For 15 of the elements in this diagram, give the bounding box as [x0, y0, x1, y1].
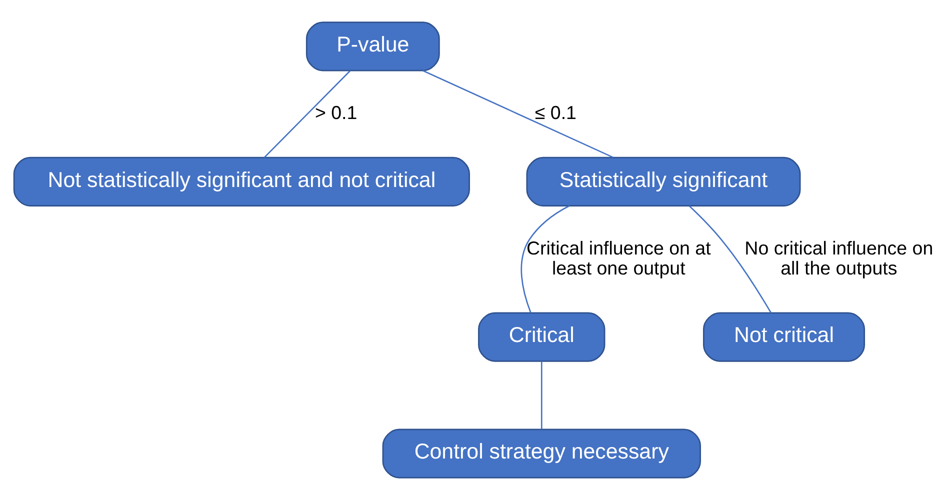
edge-label: > 0.1: [314, 102, 358, 123]
connector: [520, 204, 570, 312]
connector: [264, 70, 351, 158]
edge-label: Critical influence on at least one output: [526, 236, 711, 278]
node-box: P-value: [306, 21, 440, 71]
connector: [422, 69, 614, 158]
node-box: Control strategy necessary: [382, 428, 701, 478]
node-box: Not statistically significant and not critical: [13, 156, 470, 206]
node-box: Statistically significant: [526, 156, 801, 206]
edge-label: No critical influence on all the outputs: [744, 236, 934, 278]
node-box: Critical: [478, 312, 606, 362]
node-box: Not critical: [703, 312, 866, 362]
connector: [540, 360, 542, 429]
connector: [688, 205, 772, 313]
edge-label: ≤ 0.1: [534, 102, 576, 123]
